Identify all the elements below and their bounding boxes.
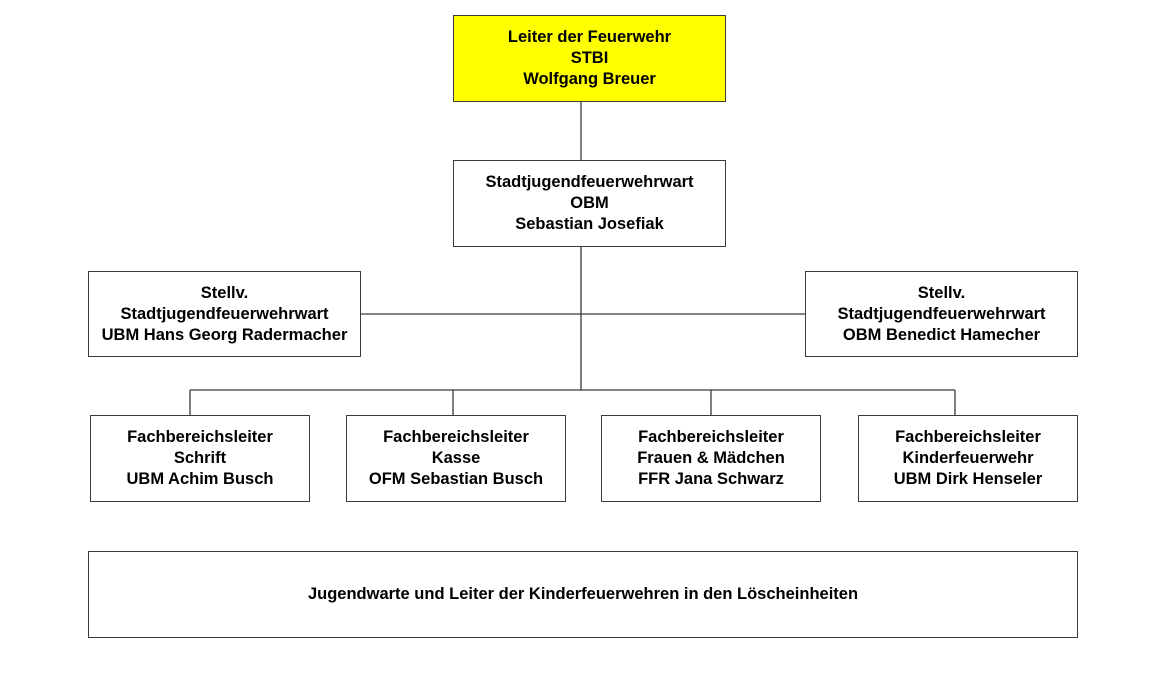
box-line: Stadtjugendfeuerwehrwart <box>837 304 1046 323</box>
box-line: Wolfgang Breuer <box>523 70 656 88</box>
box-fachbereich-frauen-maedchen: Fachbereichsleiter Frauen & Mädchen FFR … <box>601 415 821 502</box>
box-stellv-right: Stellv. Stadtjugendfeuerwehrwart OBM Ben… <box>805 271 1078 357</box>
box-line: Jugendwarte und Leiter der Kinderfeuerwe… <box>307 585 859 603</box>
box-line: Stadtjugendfeuerwehrwart <box>120 304 329 323</box>
box-stadtjugendfeuerwehrwart: Stadtjugendfeuerwehrwart OBM Sebastian J… <box>453 160 726 247</box>
box-line: Fachbereichsleiter <box>638 428 784 446</box>
box-line: UBM Hans Georg Radermacher <box>101 325 348 344</box>
box-line: Fachbereichsleiter <box>383 428 529 446</box>
box-line: FFR Jana Schwarz <box>638 470 784 488</box>
box-line: OFM Sebastian Busch <box>368 470 544 488</box>
box-line: Fachbereichsleiter <box>127 428 273 446</box>
box-line: Leiter der Feuerwehr <box>507 28 672 46</box>
box-line: Stadtjugendfeuerwehrwart <box>485 173 694 191</box>
box-fachbereich-kinderfeuerwehr: Fachbereichsleiter Kinderfeuerwehr UBM D… <box>858 415 1078 502</box>
box-line: OBM Benedict Hamecher <box>842 325 1041 344</box>
box-fachbereich-schrift: Fachbereichsleiter Schrift UBM Achim Bus… <box>90 415 310 502</box>
box-stellv-left: Stellv. Stadtjugendfeuerwehrwart UBM Han… <box>88 271 361 357</box>
box-line: Stellv. <box>917 283 966 302</box>
box-line: Sebastian Josefiak <box>515 215 664 233</box>
box-line: Kasse <box>431 449 481 467</box>
box-line: Schrift <box>173 449 227 467</box>
box-leiter-der-feuerwehr: Leiter der Feuerwehr STBI Wolfgang Breue… <box>453 15 726 102</box>
box-line: Frauen & Mädchen <box>637 449 785 467</box>
box-line: UBM Dirk Henseler <box>893 470 1043 488</box>
box-line: UBM Achim Busch <box>126 470 274 488</box>
box-line: Fachbereichsleiter <box>895 428 1041 446</box>
box-line: Kinderfeuerwehr <box>902 449 1034 467</box>
box-line: STBI <box>570 49 609 67</box>
box-line: OBM <box>570 194 609 212</box>
box-line: Stellv. <box>200 283 249 302</box>
box-fachbereich-kasse: Fachbereichsleiter Kasse OFM Sebastian B… <box>346 415 566 502</box>
box-jugendwarte-loescheinheiten: Jugendwarte und Leiter der Kinderfeuerwe… <box>88 551 1078 638</box>
